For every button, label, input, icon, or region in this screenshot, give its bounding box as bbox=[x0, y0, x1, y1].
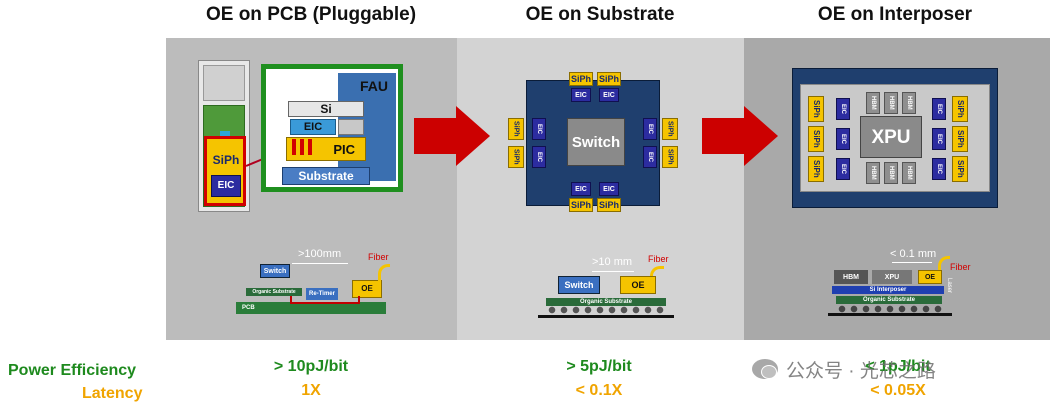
interposer-siph-left-2: SiPh bbox=[808, 126, 824, 152]
substrate-eic-bottom-1: EIC bbox=[571, 182, 591, 196]
eic-small-block: EIC bbox=[290, 119, 336, 135]
substrate-eic-left-1: EIC bbox=[532, 118, 546, 140]
interposer-fiber bbox=[938, 256, 950, 270]
interposer-organic-substrate: Organic Substrate bbox=[836, 296, 942, 304]
pcb-fiber bbox=[378, 264, 390, 282]
module-highlight-box: SiPh EIC bbox=[204, 136, 246, 206]
interposer-latency-value: < 0.05X bbox=[870, 382, 926, 399]
interposer-laser-label: Laser bbox=[946, 278, 952, 294]
module-siph-label: SiPh bbox=[212, 153, 240, 167]
interposer-siph-right-3: SiPh bbox=[952, 156, 968, 182]
pcb-power-value: > 10pJ/bit bbox=[273, 358, 349, 375]
arrow-1-body bbox=[414, 118, 456, 154]
interposer-board-line bbox=[828, 313, 952, 316]
substrate-distance-label: >10 mm bbox=[592, 256, 633, 268]
title-oe-on-interposer: OE on Interposer bbox=[817, 4, 973, 25]
laser-emitters bbox=[292, 139, 322, 157]
substrate-balls bbox=[546, 306, 666, 314]
interposer-fiber-label: Fiber bbox=[950, 262, 971, 272]
interposer-oe-small: OE bbox=[918, 270, 942, 284]
substrate-eic-bottom-2: EIC bbox=[599, 182, 619, 196]
substrate-siph-left-2: SiPh bbox=[508, 146, 524, 168]
interposer-power-value: < 1pJ/bit bbox=[865, 358, 931, 375]
substrate-fiber bbox=[650, 266, 664, 282]
interposer-siph-right-1: SiPh bbox=[952, 96, 968, 122]
interposer-balls bbox=[836, 305, 942, 313]
interposer-xpu-small: XPU bbox=[872, 270, 912, 284]
interposer-eic-left-3: EIC bbox=[836, 158, 850, 180]
substrate-siph-top-2: SiPh bbox=[597, 72, 621, 86]
interposer-si-interposer: Si Interposer bbox=[832, 286, 944, 294]
substrate-eic-right-1: EIC bbox=[643, 118, 657, 140]
substrate-latency-value: < 0.1X bbox=[575, 382, 623, 399]
pcb-signal-path bbox=[290, 296, 360, 304]
pcb-distance-arrow bbox=[292, 263, 348, 264]
substrate-eic-left-2: EIC bbox=[532, 146, 546, 168]
pcb-fiber-label: Fiber bbox=[368, 252, 389, 262]
wechat-icon bbox=[752, 359, 778, 379]
pcb-side-view: Switch Organic Substrate Re-Timer OE PCB bbox=[236, 244, 386, 320]
substrate-siph-bottom-2: SiPh bbox=[597, 198, 621, 212]
substrate-eic-right-2: EIC bbox=[643, 146, 657, 168]
interposer-siph-left-3: SiPh bbox=[808, 156, 824, 182]
pcb-organic-substrate: Organic Substrate bbox=[246, 288, 302, 296]
interposer-hbm-small: HBM bbox=[834, 270, 868, 284]
pcb-board: PCB bbox=[236, 302, 386, 314]
substrate-switch: Switch bbox=[567, 118, 625, 166]
arrow-2-head bbox=[744, 106, 778, 166]
substrate-siph-left-1: SiPh bbox=[508, 118, 524, 140]
interposer-distance-label: < 0.1 mm bbox=[890, 248, 937, 260]
substrate-switch-small: Switch bbox=[558, 276, 600, 294]
pcb-latency-value: 1X bbox=[301, 382, 321, 399]
interposer-eic-right-3: EIC bbox=[932, 158, 946, 180]
interposer-eic-left-1: EIC bbox=[836, 98, 850, 120]
substrate-eic-top-1: EIC bbox=[571, 88, 591, 102]
pcb-retimer: Re-Timer bbox=[306, 288, 338, 300]
zoom-box-green: FAU Si EIC PIC Substrate bbox=[261, 64, 403, 192]
pcb-oe: OE bbox=[352, 280, 382, 298]
si-block: Si bbox=[288, 101, 364, 117]
pcb-distance-label: >100mm bbox=[298, 248, 342, 260]
interposer-eic-right-2: EIC bbox=[932, 128, 946, 150]
pcb-switch: Switch bbox=[260, 264, 290, 278]
power-efficiency-label: Power Efficiency bbox=[8, 362, 137, 379]
interposer-hbm-bottom-1: HBM bbox=[866, 162, 880, 184]
substrate-distance-arrow bbox=[592, 271, 634, 272]
substrate-board-line bbox=[538, 315, 674, 318]
substrate-siph-right-1: SiPh bbox=[662, 118, 678, 140]
substrate-siph-right-2: SiPh bbox=[662, 146, 678, 168]
substrate-organic-substrate: Organic Substrate bbox=[546, 298, 666, 306]
substrate-fiber-label: Fiber bbox=[648, 254, 669, 264]
substrate-block: Substrate bbox=[282, 167, 370, 185]
pic-block: PIC bbox=[286, 137, 366, 161]
interposer-hbm-top-3: HBM bbox=[902, 92, 916, 114]
interposer-hbm-bottom-2: HBM bbox=[884, 162, 898, 184]
arrow-2-body bbox=[702, 118, 744, 154]
substrate-eic-top-2: EIC bbox=[599, 88, 619, 102]
module-eic-label: EIC bbox=[211, 175, 241, 197]
interposer-siph-left-1: SiPh bbox=[808, 96, 824, 122]
substrate-package bbox=[526, 80, 660, 206]
interposer-hbm-top-1: HBM bbox=[866, 92, 880, 114]
substrate-siph-top-1: SiPh bbox=[569, 72, 593, 86]
interposer-hbm-bottom-3: HBM bbox=[902, 162, 916, 184]
interposer-hbm-top-2: HBM bbox=[884, 92, 898, 114]
interposer-eic-right-1: EIC bbox=[932, 98, 946, 120]
arrow-1-head bbox=[456, 106, 490, 166]
substrate-siph-bottom-1: SiPh bbox=[569, 198, 593, 212]
substrate-power-value: > 5pJ/bit bbox=[566, 358, 632, 375]
interposer-xpu: XPU bbox=[860, 116, 922, 158]
interposer-distance-arrow bbox=[892, 262, 932, 263]
substrate-oe-small: OE bbox=[620, 276, 656, 294]
watermark-text: 公众号 · 光芯之路 bbox=[786, 361, 936, 382]
latency-label: Latency bbox=[82, 385, 143, 402]
interposer-eic-left-2: EIC bbox=[836, 128, 850, 150]
title-oe-on-substrate: OE on Substrate bbox=[525, 4, 675, 25]
title-oe-on-pcb: OE on PCB (Pluggable) bbox=[205, 4, 417, 25]
interposer-siph-right-2: SiPh bbox=[952, 126, 968, 152]
